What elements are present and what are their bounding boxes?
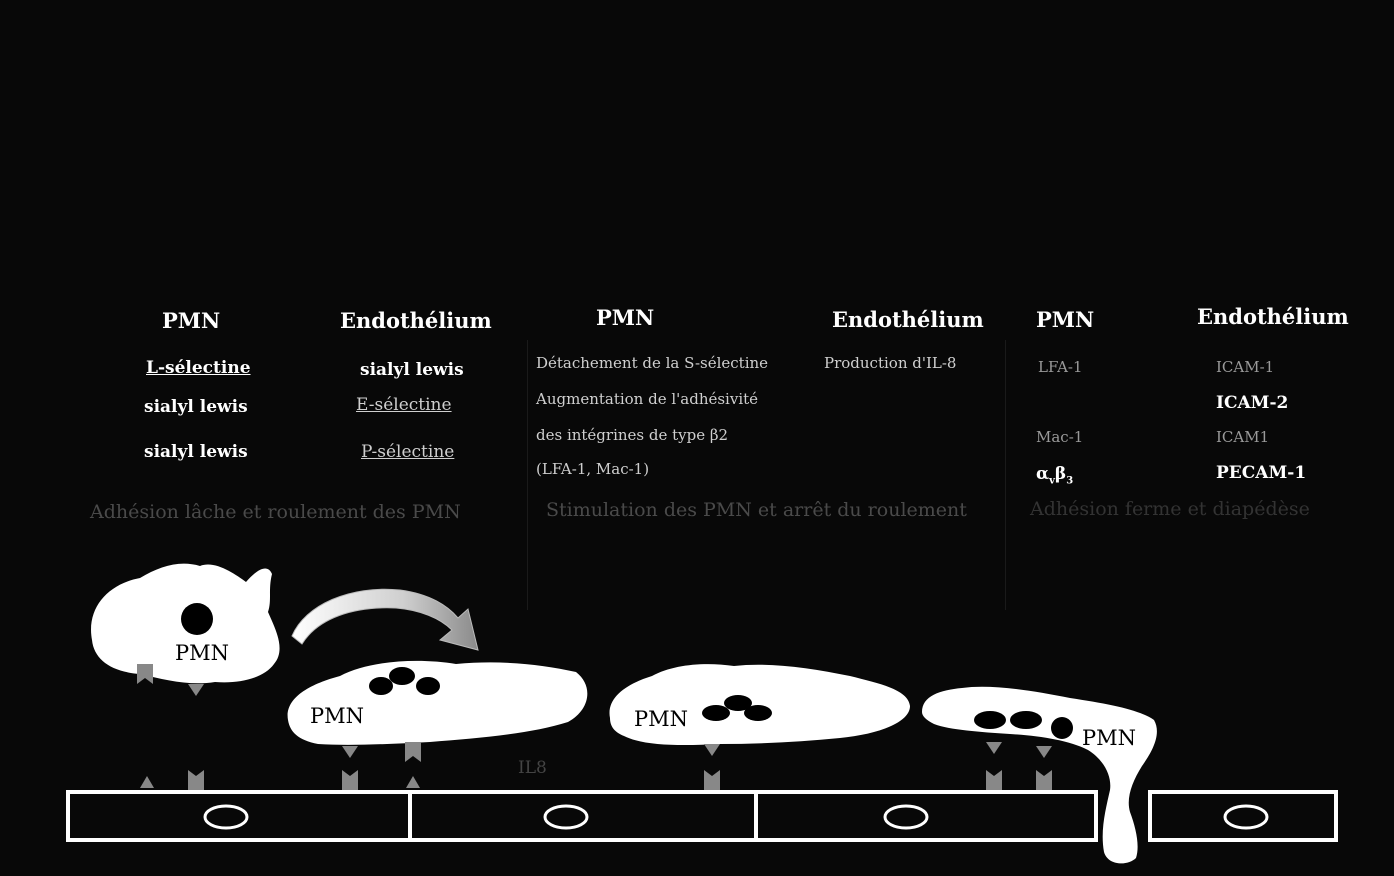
triangle-ligand-1 (188, 684, 204, 696)
pmn-cell-2 (287, 660, 588, 745)
col1-header-endothelium: Endothélium (340, 308, 492, 333)
pmn-nucleus-2c (416, 677, 440, 695)
column-divider-1 (527, 340, 528, 610)
triangle-ligand-4 (986, 742, 1002, 754)
pmn-cell-3 (609, 664, 910, 746)
col1-endo-row3: P-sélectine (361, 442, 455, 462)
triangle-ligand-2 (342, 746, 358, 758)
receptor-markers (137, 664, 1052, 790)
col2-pmn-row3: des intégrines de type β2 (536, 426, 729, 444)
col3-header-pmn: PMN (1036, 307, 1095, 332)
triangle-receptor-1 (140, 776, 154, 788)
endothelial-cell-1 (66, 790, 412, 842)
notched-receptor-7 (1036, 770, 1052, 790)
beta-symbol: β (1054, 464, 1067, 484)
col1-endo-row1: sialyl lewis (360, 360, 464, 380)
endothelial-cell-3 (754, 790, 1098, 842)
notched-receptor-3 (342, 770, 358, 790)
col3-title: Adhésion ferme et diapédèse (1030, 498, 1310, 520)
col3-endo-row4: PECAM-1 (1216, 463, 1307, 483)
pmn-nucleus-4b (1010, 711, 1042, 729)
col1-pmn-row1: L-sélectine (146, 358, 251, 378)
pmn-nucleus-3a (702, 705, 730, 721)
col3-endo-row1: ICAM-1 (1216, 358, 1275, 376)
alpha-symbol: α (1036, 464, 1050, 484)
col2-pmn-row4: (LFA-1, Mac-1) (536, 460, 650, 478)
col3-endo-row2: ICAM-2 (1216, 393, 1289, 413)
endothelial-nucleus-1 (203, 804, 249, 830)
column-divider-2 (1005, 340, 1006, 610)
col3-header-endothelium: Endothélium (1197, 304, 1349, 329)
notched-receptor-1 (137, 664, 153, 684)
pmn-label-2: PMN (310, 704, 364, 728)
pmn-nucleus-2a (369, 677, 393, 695)
col2-endo-row1: Production d'IL-8 (824, 354, 957, 372)
pmn-nucleus-4c (1051, 717, 1073, 739)
pmn-label-3: PMN (634, 707, 688, 731)
il8-label: IL8 (518, 758, 547, 778)
col3-pmn-row2: Mac-1 (1036, 428, 1084, 446)
col1-pmn-row3: sialyl lewis (144, 442, 248, 462)
col3-pmn-row1: LFA-1 (1038, 358, 1083, 376)
col2-header-endothelium: Endothélium (832, 307, 984, 332)
col2-pmn-row2: Augmentation de l'adhésivité (536, 390, 759, 408)
col3-pmn-row3: αvβ3 (1036, 466, 1073, 486)
endothelial-nucleus-3 (883, 804, 929, 830)
triangle-ligand-3 (704, 744, 720, 756)
notched-receptor-4 (405, 742, 421, 762)
pmn-nucleus-3c (744, 705, 772, 721)
col2-header-pmn: PMN (596, 305, 655, 330)
col3-endo-row3: ICAM1 (1216, 428, 1270, 446)
endothelial-nucleus-4 (1223, 804, 1269, 830)
col1-header-pmn: PMN (162, 308, 221, 333)
alpha-subscript: v (1049, 475, 1055, 487)
pmn-label-1: PMN (175, 641, 229, 665)
transition-arrow (291, 588, 479, 651)
endothelial-cell-4 (1148, 790, 1338, 842)
pmn-nucleus-4a (974, 711, 1006, 729)
col1-pmn-row2: sialyl lewis (144, 397, 248, 417)
triangle-receptor-2 (406, 776, 420, 788)
notched-receptor-6 (986, 770, 1002, 790)
pmn-cell-4 (922, 686, 1157, 864)
pmn-label-4: PMN (1082, 726, 1136, 750)
triangle-ligand-5 (1036, 746, 1052, 758)
col1-title: Adhésion lâche et roulement des PMN (90, 501, 461, 523)
pmn-nucleus-3b (724, 695, 752, 711)
endothelial-cell-2 (408, 790, 758, 842)
pmn-nucleus-2b (389, 667, 415, 685)
endothelial-nucleus-2 (543, 804, 589, 830)
col2-title: Stimulation des PMN et arrêt du roulemen… (546, 499, 967, 521)
pmn-nucleus-1 (181, 603, 213, 635)
notched-receptor-2 (188, 770, 204, 790)
notched-receptor-5 (704, 770, 720, 790)
col2-pmn-row1: Détachement de la S-sélectine (536, 354, 769, 372)
col1-endo-row2: E-sélectine (356, 395, 452, 415)
beta-subscript: 3 (1066, 475, 1074, 487)
